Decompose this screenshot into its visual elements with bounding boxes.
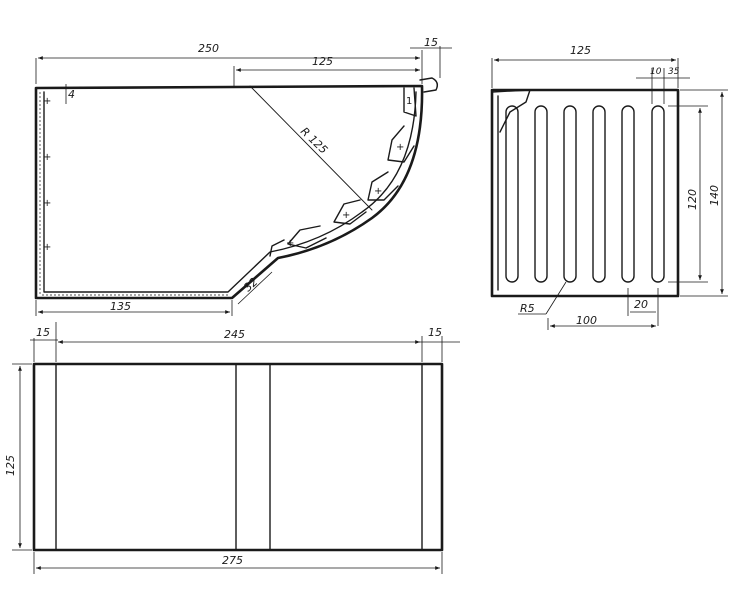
slots bbox=[505, 105, 665, 283]
dim-100-label: 100 bbox=[576, 314, 597, 327]
dim-32-label: 32 bbox=[241, 275, 260, 294]
side-view: 125 10 35 120 140 R5 20 100 bbox=[490, 44, 728, 330]
radius-line bbox=[249, 85, 373, 211]
dim-140-label: 140 bbox=[708, 185, 721, 206]
dim-250-label: 250 bbox=[198, 42, 219, 55]
weld-mark-4: + bbox=[43, 242, 51, 253]
label-one: 1 bbox=[406, 96, 412, 107]
weld-mark-6: + bbox=[374, 186, 382, 197]
front-view: 15 245 15 125 275 bbox=[4, 322, 460, 574]
slot bbox=[563, 105, 577, 283]
slot bbox=[651, 105, 665, 283]
top-view-inner-wall bbox=[43, 91, 417, 293]
weld-mark-3: + bbox=[43, 198, 51, 209]
slot bbox=[505, 105, 519, 283]
dim-125-front-label: 125 bbox=[4, 455, 17, 476]
dim-125-side-label: 125 bbox=[570, 44, 591, 57]
top-right-lip bbox=[419, 77, 439, 93]
dim-135-label: 135 bbox=[110, 300, 131, 313]
dim-15-label: 15 bbox=[424, 36, 438, 49]
dim-10-label: 10 bbox=[650, 67, 662, 77]
slot bbox=[592, 105, 606, 283]
dim-15-left-label: 15 bbox=[36, 326, 50, 339]
slot bbox=[621, 105, 635, 283]
weld-mark-7: + bbox=[342, 210, 350, 221]
top-view-outline bbox=[34, 84, 424, 300]
dim-245-label: 245 bbox=[224, 328, 245, 341]
weld-mark-8: + bbox=[286, 238, 294, 249]
weld-mark-5: + bbox=[396, 142, 404, 153]
front-view-outline bbox=[32, 362, 444, 552]
dim-15-right-label: 15 bbox=[428, 326, 442, 339]
slot bbox=[534, 105, 548, 283]
dim-r5-label: R5 bbox=[520, 302, 535, 315]
dim-4-label: 4 bbox=[68, 88, 75, 101]
weld-mark-1: + bbox=[43, 96, 51, 107]
side-view-outline bbox=[490, 88, 680, 298]
top-view: R 125 + + + + + + + + 1 250 125 15 4 bbox=[34, 36, 452, 316]
weld-mark-2: + bbox=[43, 152, 51, 163]
r5-leader bbox=[545, 281, 567, 315]
curve-fins bbox=[269, 87, 417, 257]
dim-35-label: 35 bbox=[668, 67, 680, 77]
dim-275-label: 275 bbox=[222, 554, 243, 567]
radius-label: R 125 bbox=[298, 125, 330, 157]
dim-20-label: 20 bbox=[634, 298, 648, 311]
dim-120-label: 120 bbox=[686, 189, 699, 210]
dim-125-top-label: 125 bbox=[312, 55, 333, 68]
